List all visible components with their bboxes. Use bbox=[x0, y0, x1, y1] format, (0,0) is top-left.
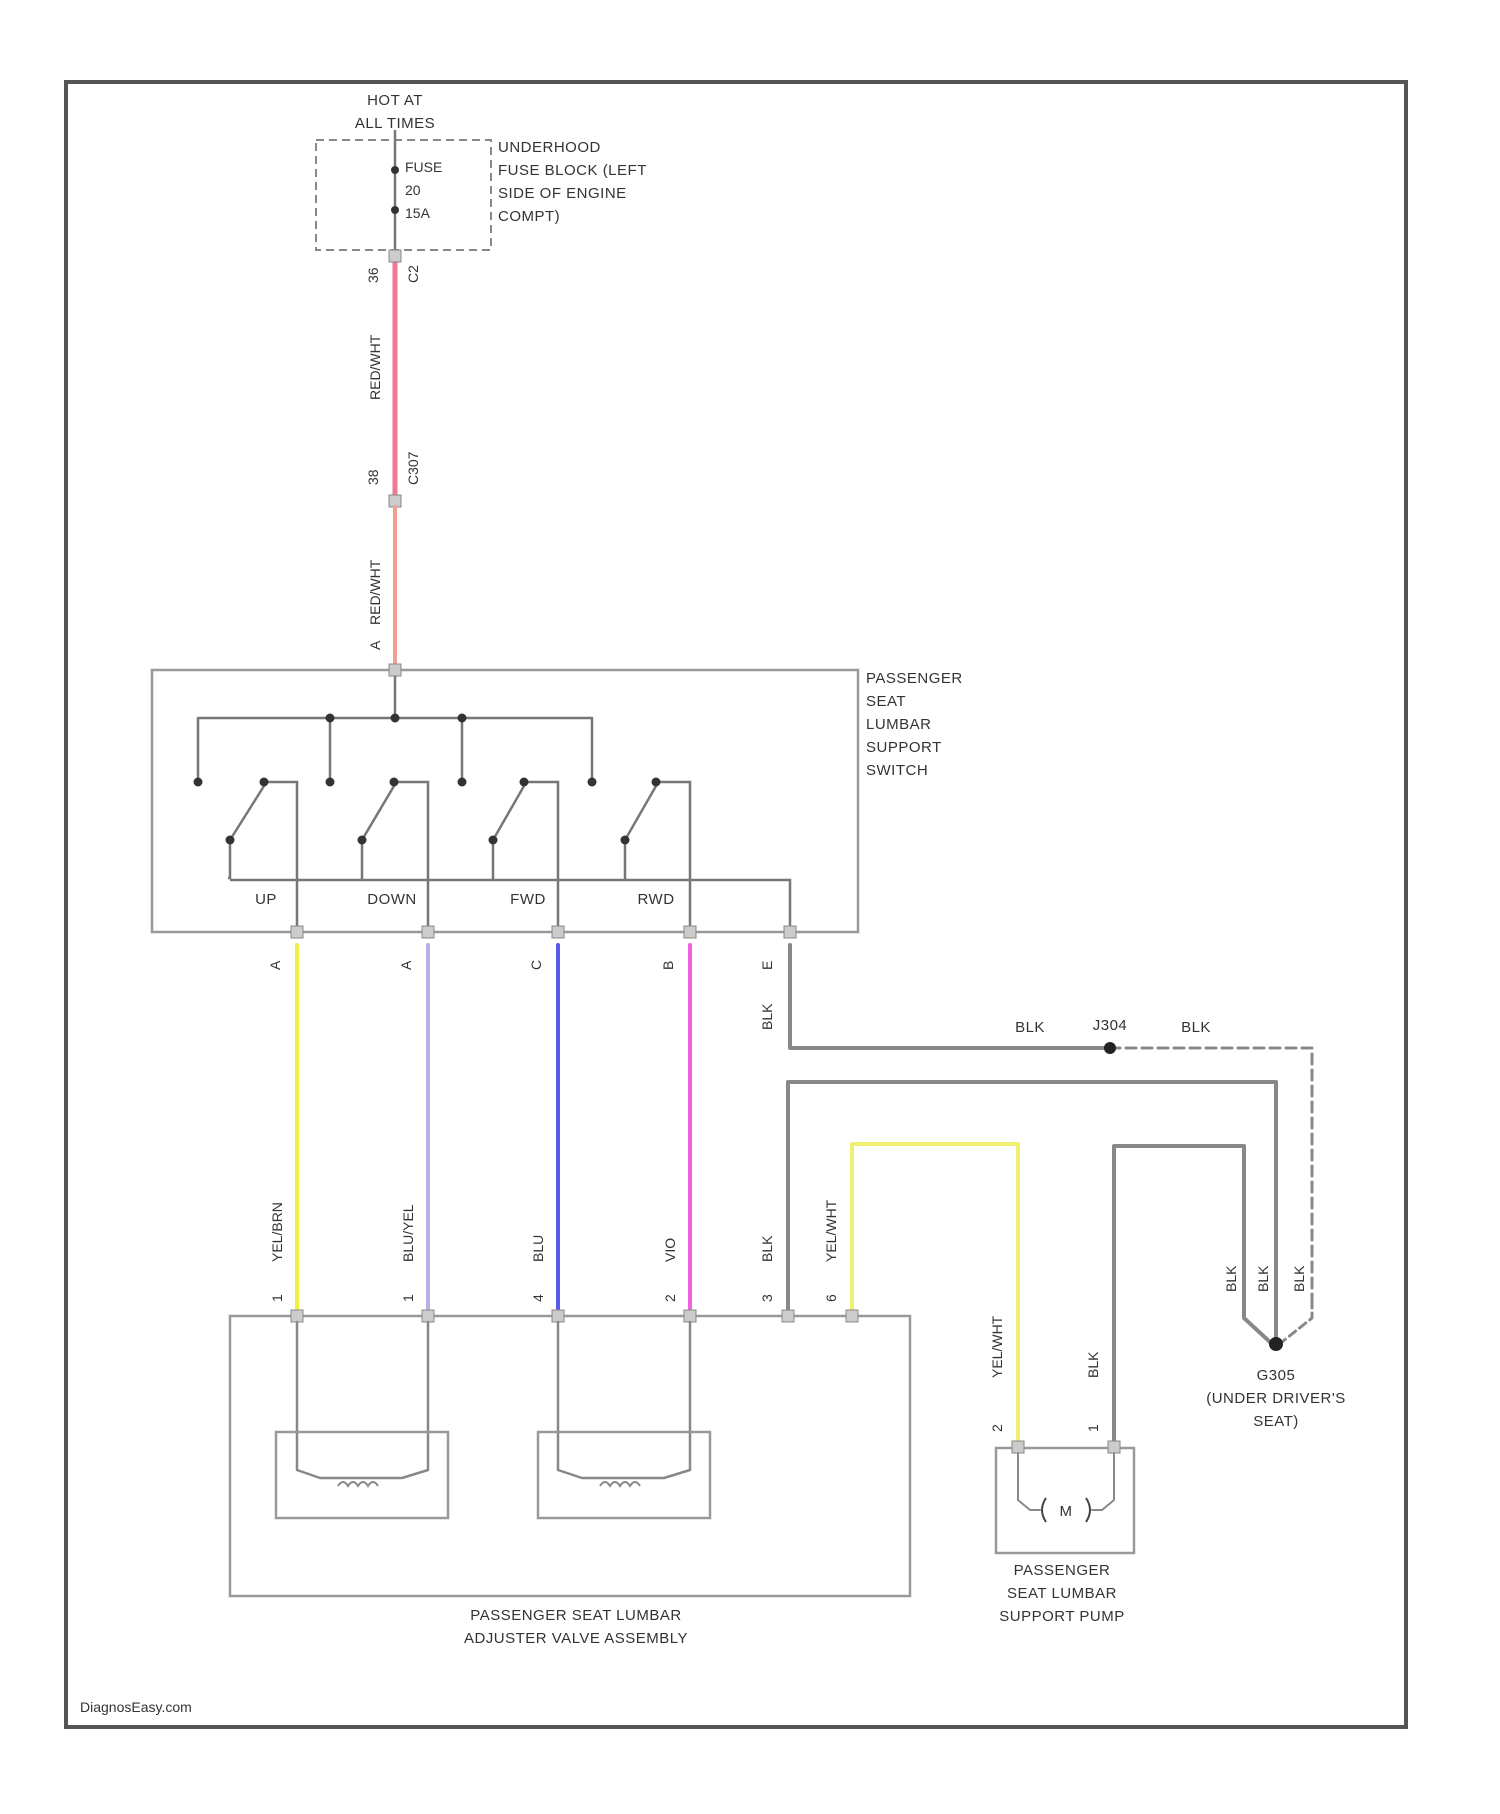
fuse-number: 20 bbox=[405, 182, 421, 198]
pump-feed-pin-valve: 6 bbox=[823, 1294, 839, 1302]
fuse-label: FUSE bbox=[405, 159, 442, 175]
switch-ground-wire bbox=[790, 945, 1110, 1048]
pump-internal-leads bbox=[1018, 1453, 1040, 1510]
wire-fwd-color: BLU bbox=[530, 1235, 546, 1262]
fuse-block-line-4: COMPT) bbox=[498, 208, 560, 225]
feed-upper-color: RED/WHT bbox=[367, 334, 383, 400]
fuse-block-line-2: FUSE BLOCK (LEFT bbox=[498, 162, 647, 179]
connector-c2 bbox=[389, 250, 401, 262]
pump-feed-color-valve: YEL/WHT bbox=[823, 1199, 839, 1262]
switch-pos-rwd: RWD bbox=[637, 891, 674, 908]
pump-internal-leads-right bbox=[1092, 1453, 1114, 1510]
feed-upper-pin-bottom: 38 bbox=[365, 469, 381, 485]
solenoid-2-coil-icon bbox=[600, 1482, 640, 1486]
ground-drop-2: BLK bbox=[1255, 1265, 1271, 1292]
fuse-terminal-bottom bbox=[391, 206, 399, 214]
switch-name-line-4: SUPPORT bbox=[866, 739, 942, 756]
fuse-rating: 15A bbox=[405, 205, 431, 221]
wire-up-pin-valve: 1 bbox=[269, 1294, 285, 1302]
watermark: DiagnosEasy.com bbox=[80, 1699, 192, 1715]
pump-name-line-3: SUPPORT PUMP bbox=[999, 1608, 1124, 1625]
wire-fwd-pin-switch: C bbox=[528, 960, 544, 970]
feed-upper-pin-top: 36 bbox=[365, 267, 381, 283]
switch-pos-down: DOWN bbox=[367, 891, 417, 908]
bus-node-3 bbox=[458, 714, 467, 723]
solenoid-2-box bbox=[538, 1432, 710, 1518]
ground-bus-right-color: BLK bbox=[1181, 1019, 1211, 1036]
ground-drop-1: BLK bbox=[1223, 1265, 1239, 1292]
solenoid-2-leads bbox=[558, 1322, 690, 1478]
switch-pos-up: UP bbox=[255, 891, 277, 908]
switch-input-terminal bbox=[389, 664, 401, 676]
wire-rwd-color: VIO bbox=[662, 1238, 678, 1262]
fuse-block-line-3: SIDE OF ENGINE bbox=[498, 185, 627, 202]
wire-rwd-pin-valve: 2 bbox=[662, 1294, 678, 1302]
wire-down-pin-valve: 1 bbox=[400, 1294, 416, 1302]
ground-drop-3: BLK bbox=[1291, 1265, 1307, 1292]
switch-name-line-2: SEAT bbox=[866, 693, 906, 710]
ground-location-1: (UNDER DRIVER'S bbox=[1206, 1390, 1346, 1407]
valve-ground-color: BLK bbox=[759, 1235, 775, 1262]
fuse-block bbox=[316, 140, 491, 250]
feed-lower-color: RED/WHT bbox=[367, 559, 383, 625]
bus-node-2 bbox=[391, 714, 400, 723]
switch-common-bus bbox=[198, 718, 592, 780]
pump-name-line-2: SEAT LUMBAR bbox=[1007, 1585, 1117, 1602]
pump-feed-wire bbox=[852, 1144, 1018, 1445]
wire-up-color: YEL/BRN bbox=[269, 1202, 285, 1262]
pump-ground-color: BLK bbox=[1085, 1351, 1101, 1378]
motor-symbol: M bbox=[1060, 1503, 1073, 1520]
splice-label: J304 bbox=[1093, 1017, 1128, 1034]
feed-upper-conn-bottom: C307 bbox=[405, 451, 421, 485]
valve-ground-wire bbox=[788, 1082, 1276, 1310]
valve-ground-pin: 3 bbox=[759, 1294, 775, 1302]
pump-ground-pin: 1 bbox=[1085, 1424, 1101, 1432]
switch-ground-color: BLK bbox=[759, 1003, 775, 1030]
splice-j304 bbox=[1104, 1042, 1116, 1054]
fuse-block-line-1: UNDERHOOD bbox=[498, 139, 601, 156]
ground-id: G305 bbox=[1257, 1367, 1296, 1384]
wire-fwd-pin-valve: 4 bbox=[530, 1294, 546, 1302]
ground-converge-left bbox=[1244, 1300, 1270, 1342]
solenoid-1-box bbox=[276, 1432, 448, 1518]
pump-feed-color-pump: YEL/WHT bbox=[989, 1315, 1005, 1378]
feed-upper-conn-top: C2 bbox=[405, 265, 421, 283]
wire-down-pin-switch: A bbox=[398, 960, 414, 970]
ground-dashed-bus bbox=[1110, 1048, 1312, 1300]
valve-name-line-1: PASSENGER SEAT LUMBAR bbox=[470, 1607, 681, 1624]
valve-assembly-box bbox=[230, 1316, 910, 1596]
pump-feed-pin-pump: 2 bbox=[989, 1424, 1005, 1432]
ground-bus-left-color: BLK bbox=[1015, 1019, 1045, 1036]
wire-up-pin-switch: A bbox=[267, 960, 283, 970]
switch-ground-pin: E bbox=[759, 961, 775, 970]
switch-name-line-1: PASSENGER bbox=[866, 670, 963, 687]
wire-rwd-pin-switch: B bbox=[660, 961, 676, 970]
motor-icon: M bbox=[1042, 1498, 1090, 1522]
switch-name-line-5: SWITCH bbox=[866, 762, 928, 779]
pump-name-line-1: PASSENGER bbox=[1014, 1562, 1111, 1579]
switch-contacts bbox=[228, 782, 790, 932]
solenoid-1-coil-icon bbox=[338, 1482, 378, 1486]
ground-location-2: SEAT) bbox=[1253, 1413, 1299, 1430]
fuse-terminal-top bbox=[391, 166, 399, 174]
switch-pos-fwd: FWD bbox=[510, 891, 546, 908]
ground-converge-right bbox=[1282, 1300, 1312, 1342]
switch-name-line-3: LUMBAR bbox=[866, 716, 932, 733]
hot-at-label: HOT AT bbox=[367, 92, 423, 109]
ground-g305-point bbox=[1269, 1337, 1283, 1351]
wire-down-color: BLU/YEL bbox=[400, 1204, 416, 1262]
all-times-label: ALL TIMES bbox=[355, 115, 435, 132]
solenoid-1-leads bbox=[297, 1322, 428, 1478]
feed-lower-pin: A bbox=[367, 640, 383, 650]
bus-node-1 bbox=[326, 714, 335, 723]
valve-name-line-2: ADJUSTER VALVE ASSEMBLY bbox=[464, 1630, 688, 1647]
